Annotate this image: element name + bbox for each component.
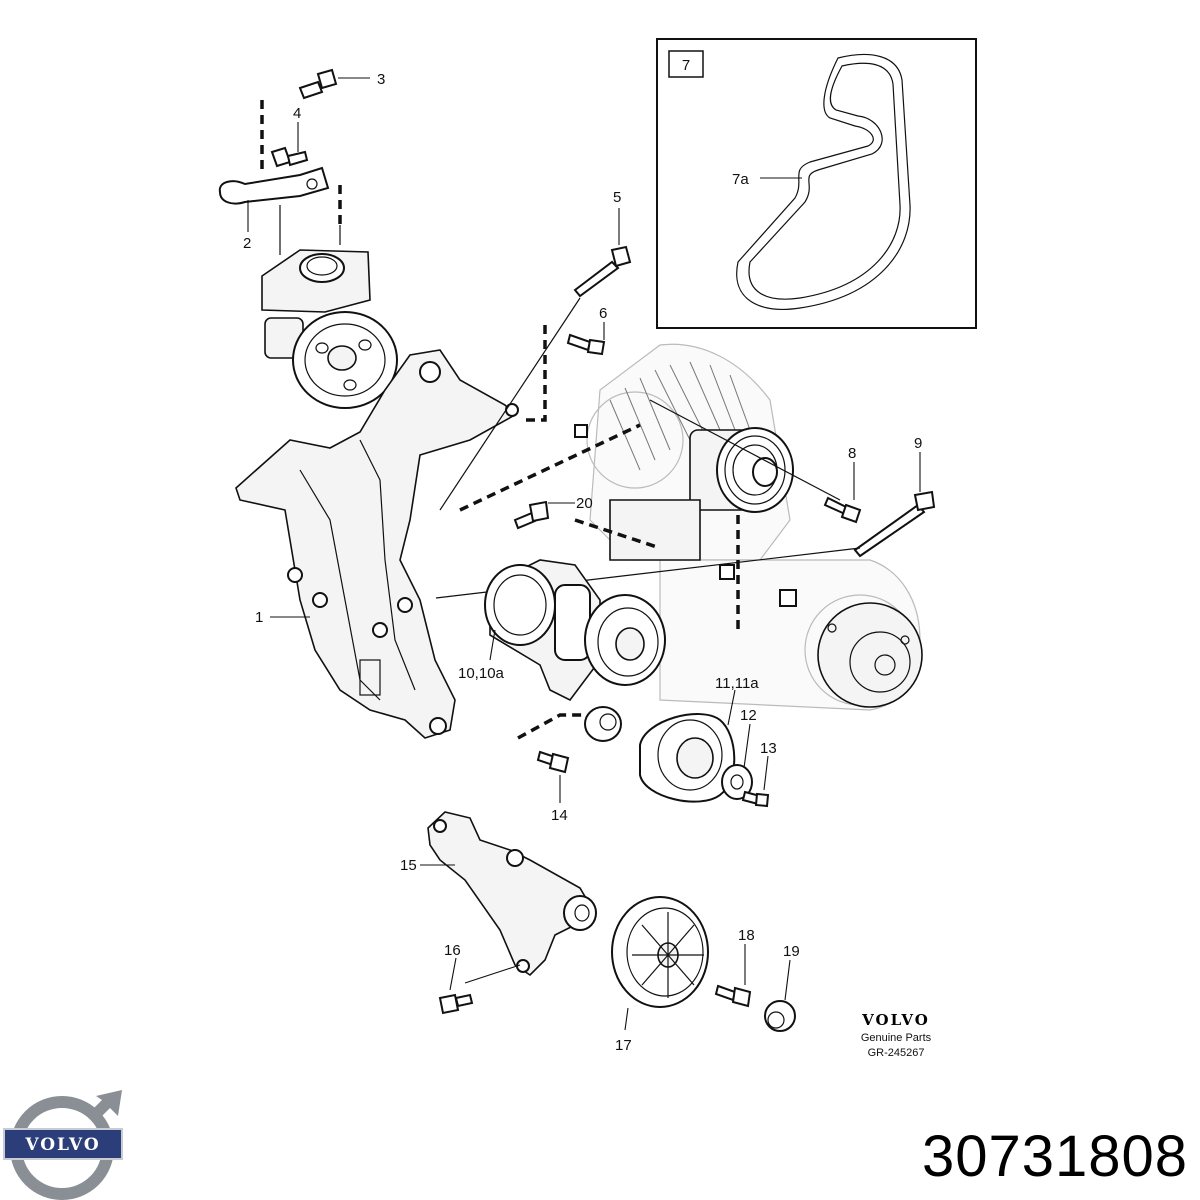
genuine-parts-subtitle: Genuine Parts bbox=[861, 1032, 932, 1044]
washer-12-icon bbox=[721, 764, 753, 800]
tensioner-pulley-icon bbox=[584, 594, 666, 686]
callout-20: 20 bbox=[576, 495, 593, 512]
callout-1: 1 bbox=[255, 609, 263, 626]
callout-14: 14 bbox=[551, 807, 568, 824]
callout-5: 5 bbox=[613, 189, 621, 206]
callout-13: 13 bbox=[760, 740, 777, 757]
callout-16: 16 bbox=[444, 942, 461, 959]
bolt-20-icon bbox=[513, 500, 550, 530]
genuine-parts-block: VOLVO Genuine Parts GR-245267 bbox=[861, 1011, 932, 1059]
bolt-14-icon bbox=[536, 750, 570, 774]
callout-15: 15 bbox=[400, 857, 417, 874]
power-steering-pulley-icon bbox=[292, 311, 398, 409]
power-steering-pump bbox=[261, 249, 398, 409]
leader-lines bbox=[247, 77, 921, 1031]
callout-4: 4 bbox=[293, 105, 301, 122]
callout-7a: 7a bbox=[732, 171, 749, 188]
callout-12: 12 bbox=[740, 707, 757, 724]
bolt-3-icon bbox=[298, 68, 338, 100]
bolt-4-icon bbox=[270, 146, 309, 168]
genuine-parts-brand: VOLVO bbox=[861, 1011, 930, 1029]
callout-18: 18 bbox=[738, 927, 755, 944]
callout-17: 17 bbox=[615, 1037, 632, 1054]
volvo-logo-text: VOLVO bbox=[24, 1135, 100, 1155]
bolt-18-icon bbox=[714, 984, 752, 1008]
drive-belt-icon bbox=[736, 53, 911, 310]
bolt-9-icon bbox=[853, 490, 936, 558]
callout-19: 19 bbox=[783, 943, 800, 960]
alternator-fins bbox=[609, 361, 751, 471]
part-number: 30731808 bbox=[921, 1124, 1188, 1189]
bolt-13-icon bbox=[741, 790, 770, 808]
callout-8: 8 bbox=[848, 445, 856, 462]
bolt-5-icon bbox=[573, 245, 632, 298]
alternator-pulley-icon bbox=[716, 427, 794, 513]
belt-tensioner bbox=[484, 559, 601, 702]
inset-label: 7 bbox=[682, 57, 690, 74]
bolt-6-icon bbox=[566, 333, 606, 356]
callout-2: 2 bbox=[243, 235, 251, 252]
callout-11: 11,11a bbox=[715, 675, 759, 692]
callout-9: 9 bbox=[914, 435, 922, 452]
bolt-8-icon bbox=[823, 496, 862, 524]
idler-pulley-icon bbox=[639, 713, 736, 803]
callouts: 1 2 3 4 5 6 8 9 10,10a 11,11a 12 13 14 1… bbox=[243, 71, 922, 1054]
cap-19-icon bbox=[764, 1000, 796, 1032]
bolt-16-icon bbox=[438, 993, 474, 1015]
callout-3: 3 bbox=[377, 71, 385, 88]
spacer-icon bbox=[584, 706, 622, 742]
alternator-assembly bbox=[574, 343, 923, 711]
main-bracket bbox=[235, 349, 519, 739]
belt-inset: 7 7a bbox=[656, 38, 977, 329]
pipe-bracket bbox=[218, 166, 330, 205]
grooved-pulley-icon bbox=[611, 896, 709, 1008]
diagram-reference: GR-245267 bbox=[868, 1047, 925, 1059]
ac-compressor-clutch-icon bbox=[817, 602, 923, 708]
callout-6: 6 bbox=[599, 305, 607, 322]
volvo-logo: VOLVO bbox=[3, 1090, 123, 1200]
idler-bracket bbox=[427, 811, 597, 977]
callout-10: 10,10a bbox=[458, 665, 505, 682]
